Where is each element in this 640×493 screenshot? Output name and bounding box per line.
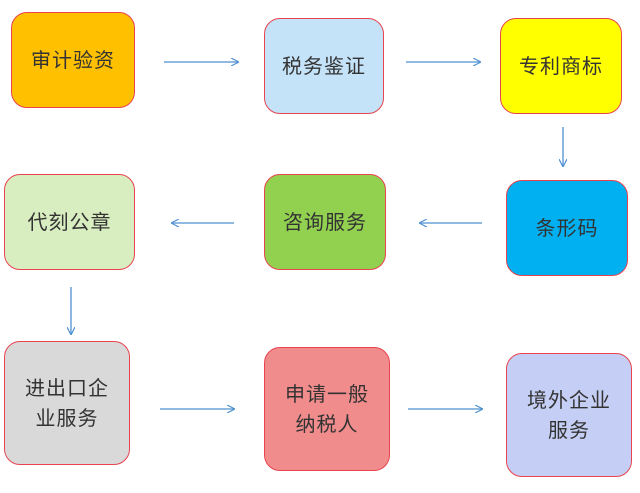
node-audit-label: 审计验资	[31, 48, 115, 72]
node-barcode: 条形码	[506, 180, 628, 276]
node-import-export-text: 进出口企 业服务	[25, 373, 109, 433]
node-overseas: 境外企业 服务	[506, 353, 632, 477]
node-import-export: 进出口企 业服务	[4, 341, 130, 465]
node-audit: 审计验资	[11, 12, 135, 108]
node-general-taxpayer-label-line2: 纳税人	[295, 412, 359, 436]
node-import-export-label-line1: 进出口企	[25, 376, 109, 400]
node-general-taxpayer-label-line1: 申请一般	[285, 382, 369, 406]
node-consulting: 咨询服务	[264, 174, 386, 270]
node-seal-carving: 代刻公章	[4, 174, 135, 270]
node-seal-carving-label: 代刻公章	[27, 210, 112, 234]
node-general-taxpayer: 申请一般 纳税人	[264, 347, 390, 471]
node-overseas-label-line1: 境外企业	[527, 388, 611, 412]
node-import-export-label-line2: 业服务	[35, 406, 99, 430]
node-patent-trademark: 专利商标	[500, 18, 622, 114]
node-tax-verification-label: 税务鉴证	[282, 54, 366, 78]
node-tax-verification: 税务鉴证	[264, 18, 384, 114]
node-patent-trademark-label: 专利商标	[519, 54, 603, 78]
node-consulting-label: 咨询服务	[283, 210, 367, 234]
node-overseas-text: 境外企业 服务	[527, 385, 611, 445]
node-barcode-label: 条形码	[535, 216, 599, 240]
node-general-taxpayer-text: 申请一般 纳税人	[285, 379, 369, 439]
node-overseas-label-line2: 服务	[548, 418, 590, 442]
